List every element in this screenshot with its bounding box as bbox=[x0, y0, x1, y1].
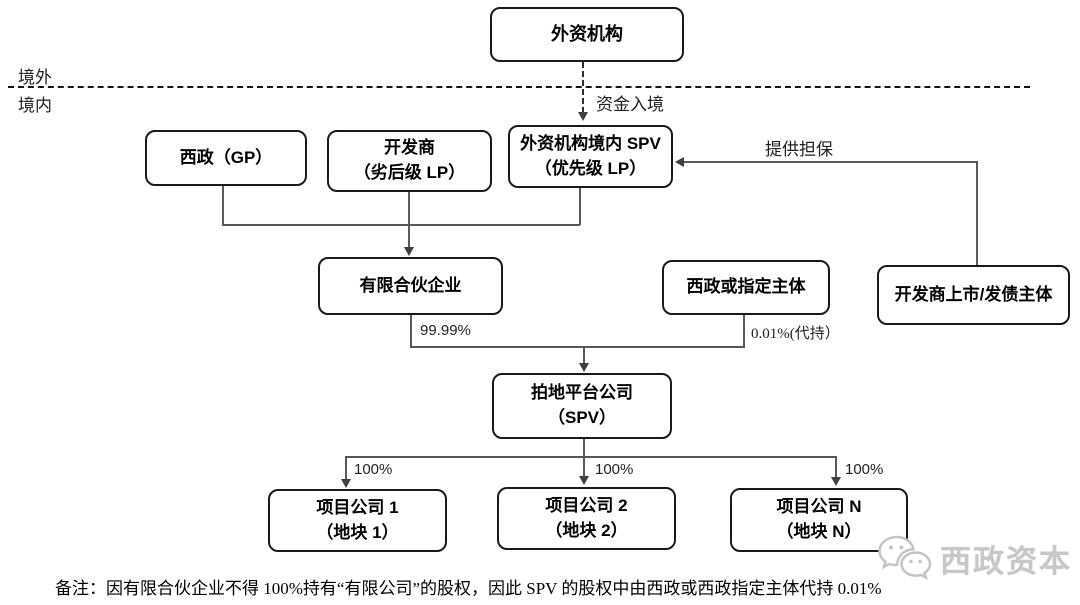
guarantee-line-horizontal bbox=[684, 161, 977, 163]
watermark: 西政资本 bbox=[876, 533, 1072, 583]
connector-gp-down bbox=[222, 185, 224, 225]
land-platform-line2: （SPV） bbox=[547, 408, 617, 427]
xizheng-gp-box: 西政（GP） bbox=[145, 130, 307, 186]
connector-platform-bottom bbox=[583, 438, 585, 457]
connector-partnership-down bbox=[410, 314, 412, 347]
project2-share-label: 100% bbox=[595, 461, 634, 478]
onshore-label: 境内 bbox=[18, 96, 52, 115]
connector-share-horizontal bbox=[410, 346, 745, 348]
project-company-2-line1: 项目公司 2 bbox=[545, 495, 628, 515]
wechat-icon bbox=[878, 535, 932, 580]
developer-lp-box: 开发商 （劣后级 LP） bbox=[327, 130, 492, 192]
projectN-share-label: 100% bbox=[845, 461, 884, 478]
project-company-n-line2: （地块 N） bbox=[776, 522, 862, 541]
project1-arrowhead-icon bbox=[341, 479, 351, 488]
offshore-label: 境外 bbox=[18, 68, 52, 87]
connector-projectN-down bbox=[835, 456, 837, 479]
developer-listed-entity-label: 开发商上市/发债主体 bbox=[894, 284, 1053, 304]
land-platform-spv-box: 拍地平台公司 （SPV） bbox=[492, 373, 672, 439]
project-company-1-line1: 项目公司 1 bbox=[316, 497, 399, 517]
guarantee-label: 提供担保 bbox=[765, 140, 833, 159]
onshore-spv-line2: （优先级 LP） bbox=[534, 158, 647, 178]
connector-designated-down bbox=[743, 314, 745, 347]
connector-developer-down bbox=[408, 191, 410, 249]
project1-share-label: 100% bbox=[354, 461, 393, 478]
connector-platform-down bbox=[583, 346, 585, 365]
partnership-arrowhead-icon bbox=[404, 247, 414, 256]
project2-arrowhead-icon bbox=[579, 476, 589, 485]
connector-projects-horizontal bbox=[345, 456, 835, 458]
designated-entity-box: 西政或指定主体 bbox=[662, 260, 830, 315]
capital-inflow-arrowhead-icon bbox=[578, 112, 588, 121]
developer-listed-entity-box: 开发商上市/发债主体 bbox=[877, 265, 1070, 325]
boundary-dashed-line bbox=[8, 86, 1030, 88]
partnership-share-label: 99.99% bbox=[420, 322, 471, 339]
projectN-arrowhead-icon bbox=[831, 477, 841, 486]
platform-arrowhead-icon bbox=[579, 363, 589, 372]
foreign-institution-box: 外资机构 bbox=[490, 7, 684, 62]
watermark-brand-text: 西政资本 bbox=[940, 543, 1072, 579]
project-company-2-box: 项目公司 2 （地块 2） bbox=[497, 487, 676, 550]
capital-inflow-label: 资金入境 bbox=[596, 95, 664, 114]
foreign-institution-label: 外资机构 bbox=[551, 24, 623, 45]
designated-share-label: 0.01%(代持） bbox=[751, 326, 840, 342]
project-company-n-box: 项目公司 N （地块 N） bbox=[730, 488, 908, 552]
developer-lp-line2: （劣后级 LP） bbox=[353, 163, 466, 182]
project-company-n-line1: 项目公司 N bbox=[776, 497, 862, 517]
developer-lp-line1: 开发商 bbox=[384, 138, 435, 158]
project-company-1-line2: （地块 1） bbox=[316, 522, 399, 542]
connector-spv-down bbox=[579, 187, 581, 225]
connector-project2-down bbox=[583, 456, 585, 478]
project-company-2-line2: （地块 2） bbox=[545, 520, 628, 540]
designated-entity-label: 西政或指定主体 bbox=[686, 277, 806, 297]
guarantee-line-vertical bbox=[976, 161, 978, 265]
limited-partnership-box: 有限合伙企业 bbox=[318, 257, 503, 315]
onshore-spv-box: 外资机构境内 SPV （优先级 LP） bbox=[508, 125, 673, 188]
onshore-spv-line1: 外资机构境内 SPV bbox=[520, 133, 661, 153]
guarantee-arrowhead-icon bbox=[675, 157, 684, 167]
connector-row2-horizontal bbox=[222, 224, 580, 226]
capital-inflow-dashed-line bbox=[582, 62, 584, 113]
connector-project1-down bbox=[345, 456, 347, 481]
limited-partnership-label: 有限合伙企业 bbox=[359, 275, 462, 295]
footnote: 备注：因有限合伙企业不得 100%持有“有限公司”的股权，因此 SPV 的股权中… bbox=[55, 579, 882, 598]
xizheng-gp-label: 西政（GP） bbox=[179, 147, 273, 167]
land-platform-line1: 拍地平台公司 bbox=[531, 383, 633, 403]
project-company-1-box: 项目公司 1 （地块 1） bbox=[268, 489, 447, 552]
